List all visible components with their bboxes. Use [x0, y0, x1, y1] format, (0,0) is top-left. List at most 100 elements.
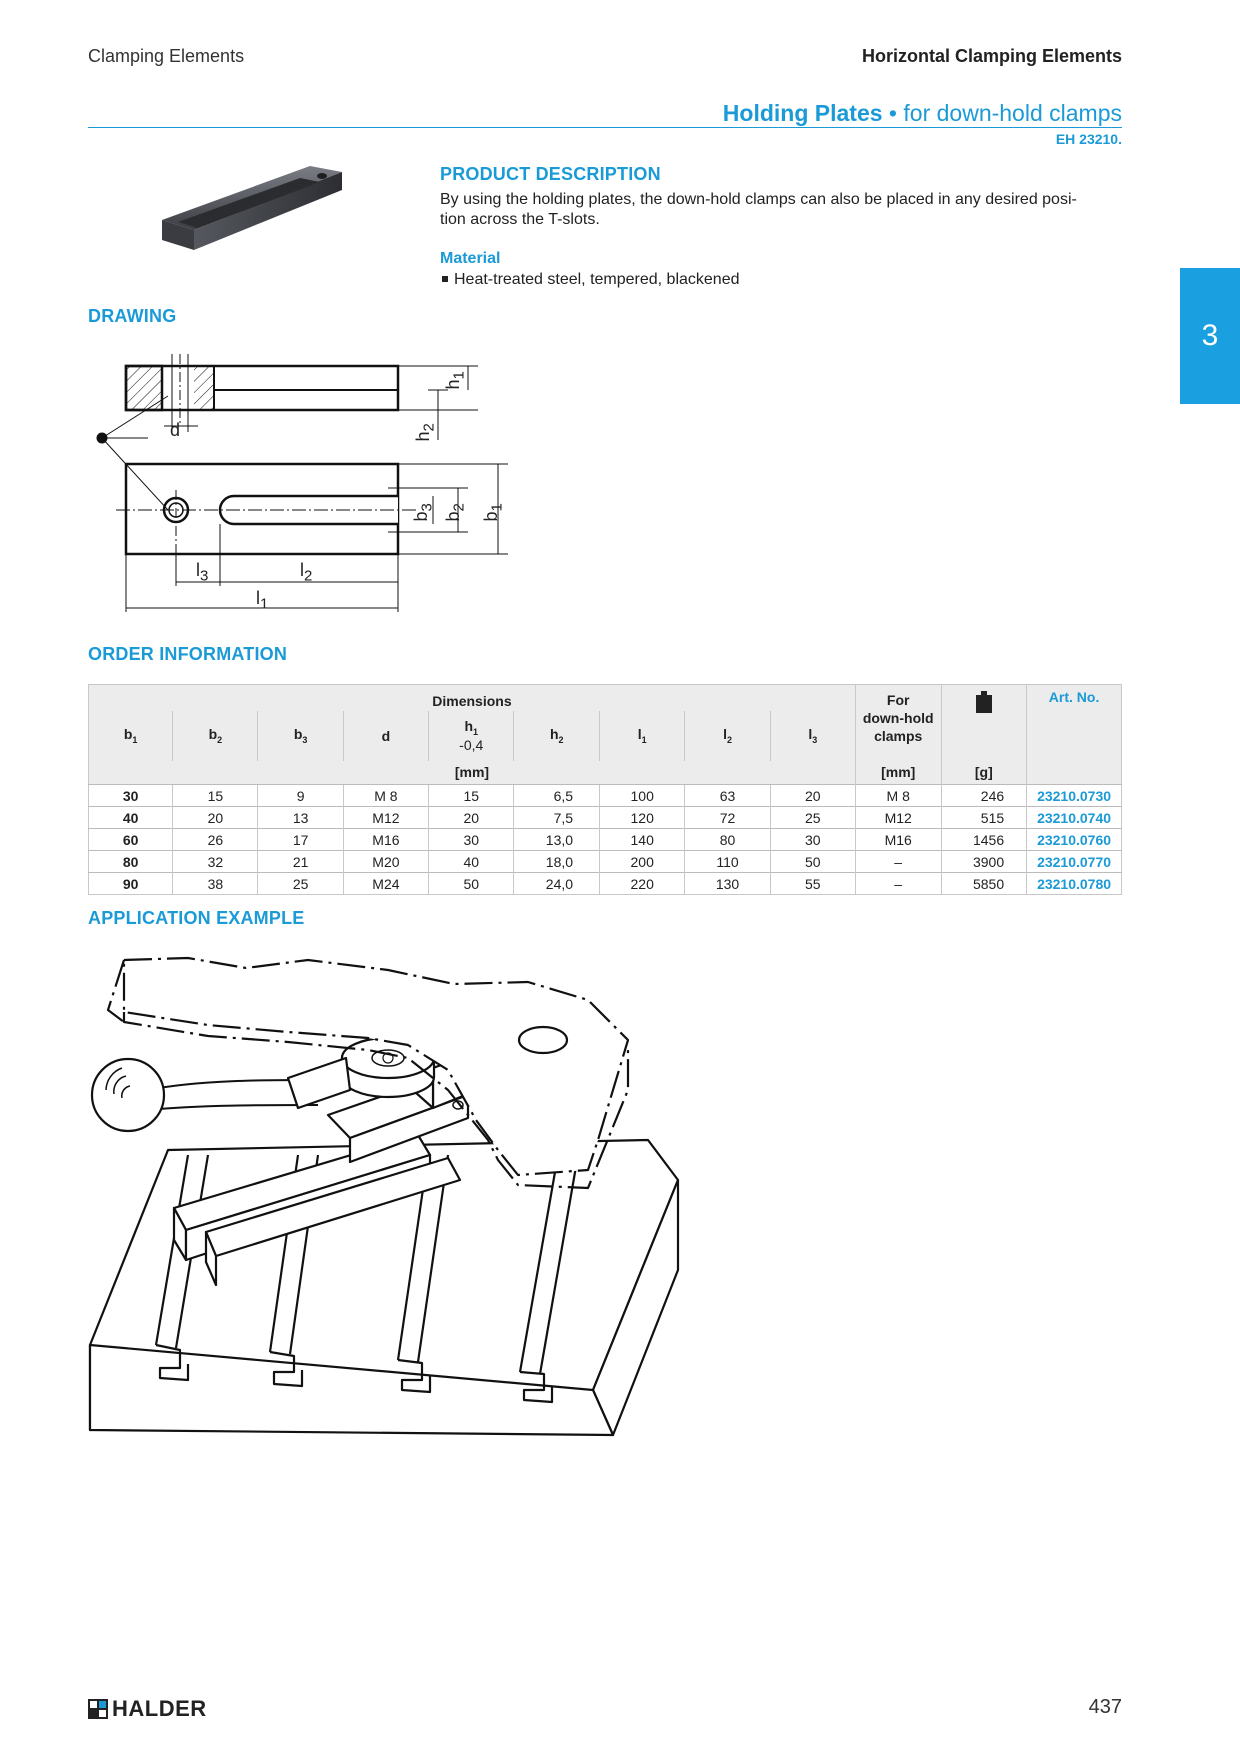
cell-art-no[interactable]: 23210.0760	[1026, 828, 1122, 851]
cell-d: M 8	[342, 784, 429, 807]
cell-h2: 18,0	[513, 850, 600, 873]
cell-for-clamps: M16	[854, 828, 941, 851]
cell-b3: 9	[257, 784, 344, 807]
header-l1: l1	[599, 710, 685, 761]
cell-l3: 20	[769, 784, 856, 807]
product-photo	[162, 166, 342, 250]
cell-h1: 40	[428, 850, 514, 873]
cell-l2: 110	[684, 850, 771, 873]
bullet-square-icon	[442, 275, 448, 282]
cell-l3: 30	[769, 828, 856, 851]
cell-h2: 7,5	[513, 806, 600, 829]
cell-for-clamps: –	[854, 872, 941, 895]
cell-b2: 32	[172, 850, 258, 873]
cell-l1: 120	[599, 806, 685, 829]
header-h2: h2	[513, 710, 600, 761]
label-h2: h2	[412, 423, 438, 442]
cell-weight: 5850	[940, 872, 1027, 895]
header-h1: h1-0,4	[428, 710, 514, 761]
cell-weight: 3900	[940, 850, 1027, 873]
page-title: Holding Plates • for down-hold clamps	[723, 100, 1122, 127]
brand-name: HALDER	[112, 1696, 207, 1721]
cell-for-clamps: –	[854, 850, 941, 873]
label-d: d	[170, 420, 181, 440]
cell-art-no[interactable]: 23210.0730	[1026, 784, 1122, 807]
cell-b1: 40	[88, 806, 173, 829]
cell-l2: 80	[684, 828, 771, 851]
cell-l3: 25	[769, 806, 856, 829]
cell-l2: 63	[684, 784, 771, 807]
application-illustration	[88, 956, 680, 1437]
application-example-heading: APPLICATION EXAMPLE	[88, 908, 305, 928]
cell-for-clamps: M12	[854, 806, 941, 829]
cell-l3: 55	[769, 872, 856, 895]
header-b3: b3	[257, 710, 344, 761]
title-main: Holding Plates	[722, 100, 883, 126]
title-bullet: •	[882, 100, 904, 126]
description-line-2: tion across the T-slots.	[440, 211, 600, 228]
product-description-text: By using the holding plates, the down-ho…	[440, 190, 1077, 230]
label-b3: b3	[410, 503, 436, 522]
label-l1: l1	[256, 588, 269, 613]
cell-h2: 13,0	[513, 828, 600, 851]
cell-l1: 140	[599, 828, 685, 851]
cell-d: M24	[342, 872, 429, 895]
cell-b3: 17	[257, 828, 344, 851]
label-h1: h1	[442, 371, 468, 390]
material-heading: Material	[440, 250, 501, 267]
cell-h2: 6,5	[513, 784, 600, 807]
cell-h1: 30	[428, 828, 514, 851]
cell-b2: 15	[172, 784, 258, 807]
cell-for-clamps: M 8	[854, 784, 941, 807]
chapter-number: 3	[1201, 319, 1219, 352]
order-information-heading: ORDER INFORMATION	[88, 644, 288, 664]
cell-b1: 60	[88, 828, 173, 851]
cell-l1: 100	[599, 784, 685, 807]
cell-weight: 1456	[940, 828, 1027, 851]
header-b1: b1	[123, 726, 138, 745]
brand-logo: HALDER	[88, 1696, 207, 1722]
header-weight	[940, 684, 1027, 761]
cell-weight: 246	[940, 784, 1027, 807]
cell-b2: 38	[172, 872, 258, 895]
label-l2: l2	[300, 560, 313, 585]
cell-d: M16	[342, 828, 429, 851]
cell-h1: 15	[428, 784, 514, 807]
cell-b3: 21	[257, 850, 344, 873]
drawing-heading: DRAWING	[88, 306, 177, 326]
cell-b3: 25	[257, 872, 344, 895]
header-category: Clamping Elements	[88, 46, 245, 66]
label-b2: b2	[442, 503, 468, 522]
cell-art-no[interactable]: 23210.0780	[1026, 872, 1122, 895]
cell-art-no[interactable]: 23210.0770	[1026, 850, 1122, 873]
header-b2: b2	[172, 710, 258, 761]
cell-b3: 13	[257, 806, 344, 829]
cell-b2: 26	[172, 828, 258, 851]
cell-art-no[interactable]: 23210.0740	[1026, 806, 1122, 829]
unit-dims: [mm]	[454, 764, 490, 781]
chapter-tab[interactable]: 3	[1180, 268, 1240, 404]
header-l2: l2	[684, 710, 771, 761]
header-subcategory: Horizontal Clamping Elements	[861, 46, 1122, 66]
weight-icon	[975, 691, 992, 713]
header-l3: l3	[769, 710, 856, 761]
unit-weight: [g]	[940, 760, 1027, 785]
cell-b1: 90	[88, 872, 173, 895]
cell-b1: 30	[88, 784, 173, 807]
page-number: 437	[1088, 1696, 1122, 1718]
cell-b2: 20	[172, 806, 258, 829]
cell-l1: 220	[599, 872, 685, 895]
label-l3: l3	[196, 560, 209, 585]
technical-drawing	[96, 354, 508, 612]
halder-logo-icon	[88, 1699, 108, 1719]
cell-l3: 50	[769, 850, 856, 873]
title-divider	[88, 127, 1122, 128]
header-dimensions: Dimensions	[432, 692, 512, 709]
